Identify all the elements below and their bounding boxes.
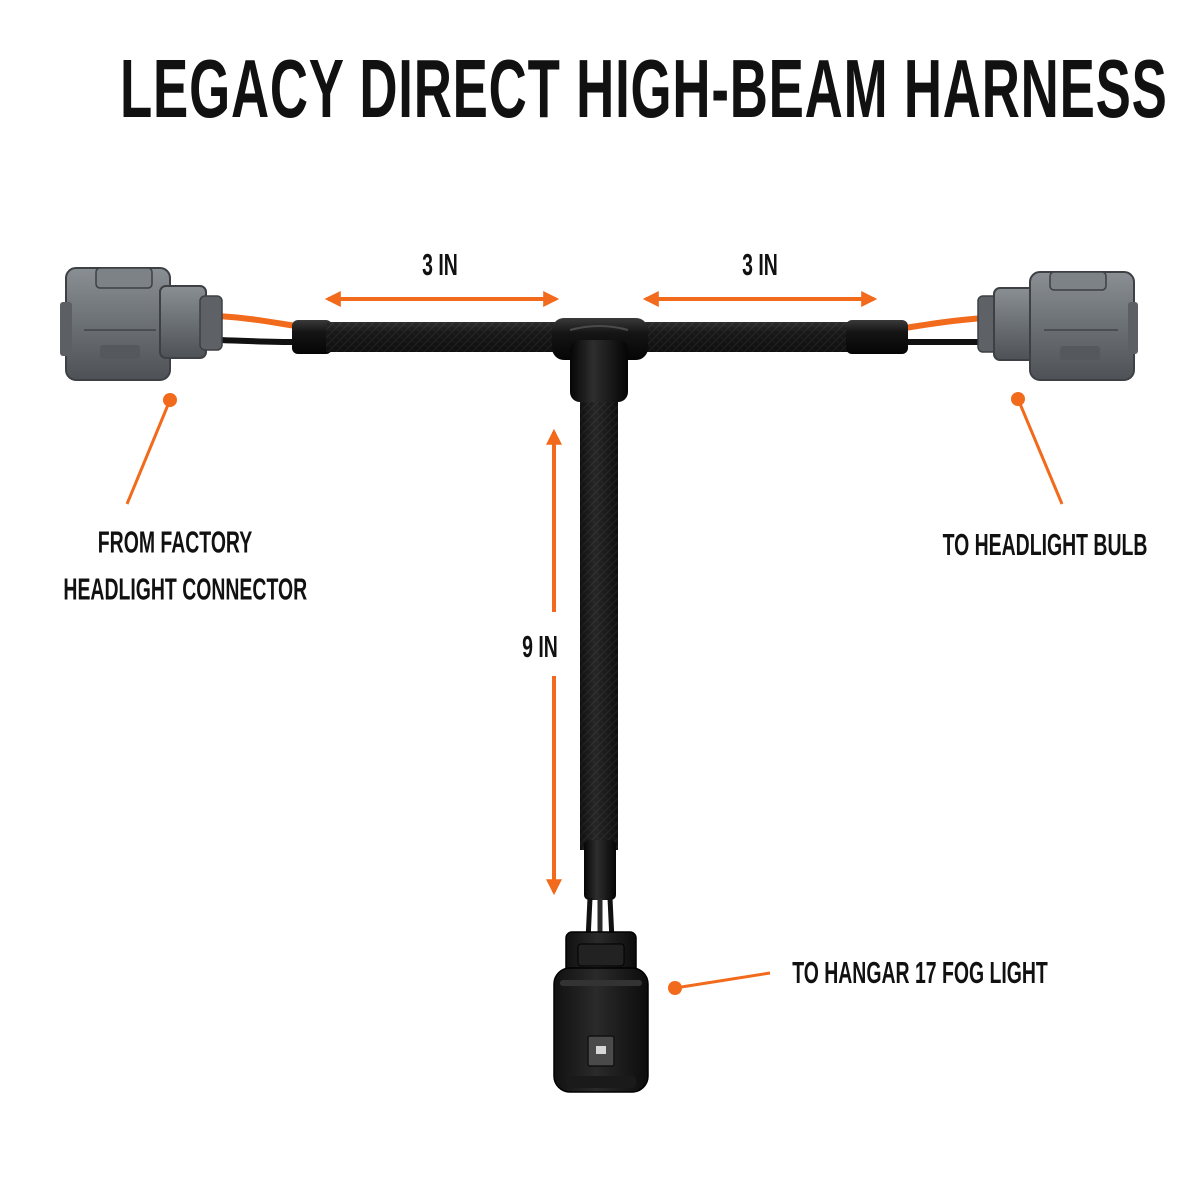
- t-junction: [552, 318, 648, 402]
- callout-dot: [1011, 392, 1025, 406]
- black-wire-left: [217, 337, 297, 345]
- callout-dot: [668, 981, 682, 995]
- label-to-headlight-bulb: TO HEADLIGHT BULB: [942, 528, 1148, 562]
- orange-wire-left: [217, 313, 297, 329]
- callout-to-fog: [668, 971, 771, 995]
- heat-shrink-bottom: [584, 840, 616, 900]
- heat-shrink-right: [846, 320, 908, 354]
- orange-wire-right: [904, 315, 986, 331]
- label-from-line1: FROM FACTORY: [97, 525, 253, 560]
- dimension-label-left: 3 IN: [422, 248, 458, 282]
- fog-light-connector: [553, 931, 649, 1093]
- callout-to-bulb: [1011, 392, 1064, 505]
- factory-connector: [60, 267, 297, 381]
- page-title: LEGACY DIRECT HIGH-BEAM HARNESS: [120, 41, 1168, 135]
- dimension-label-drop: 9 IN: [522, 630, 558, 664]
- callout-dot: [163, 393, 177, 407]
- label-to-fog-light: TO HANGAR 17 FOG LIGHT: [792, 956, 1048, 990]
- headlight-bulb-connector: [904, 271, 1138, 381]
- heat-shrink-left: [292, 320, 332, 354]
- dimension-label-right: 3 IN: [742, 248, 778, 282]
- label-from-line2: HEADLIGHT CONNECTOR: [63, 572, 308, 607]
- label-from-factory-connector: FROM FACTORY HEADLIGHT CONNECTOR: [63, 519, 308, 613]
- vertical-braided-cable: [580, 380, 618, 941]
- callout-from-factory: [125, 393, 177, 505]
